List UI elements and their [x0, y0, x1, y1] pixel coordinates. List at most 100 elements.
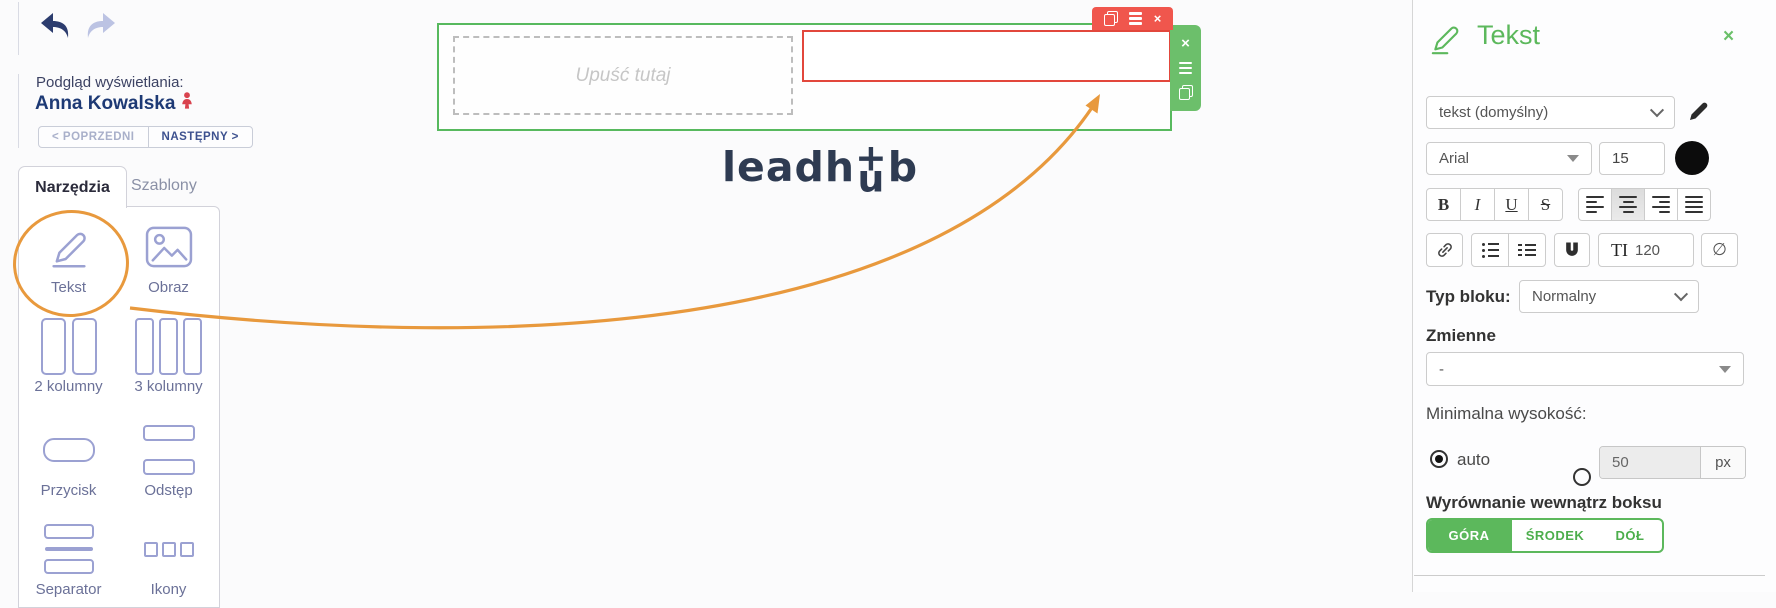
underline-button[interactable]: U — [1494, 188, 1529, 221]
separator-icon — [43, 521, 94, 577]
line-height-value: 120 — [1635, 241, 1661, 259]
strikethrough-button[interactable]: S — [1528, 188, 1563, 221]
magnet-icon — [1566, 242, 1578, 256]
divider — [18, 74, 19, 148]
triangle-down-icon — [1719, 365, 1731, 373]
align-right-button[interactable] — [1644, 188, 1678, 221]
clear-format-button[interactable]: ∅ — [1701, 233, 1738, 267]
bullet-list-button[interactable] — [1471, 233, 1509, 267]
redo-button[interactable] — [84, 12, 118, 40]
logo-text: leadh — [722, 143, 856, 191]
tool-separator[interactable]: Separator — [21, 521, 116, 598]
align-top-button[interactable]: GÓRA — [1428, 520, 1510, 551]
drag-handle-icon[interactable] — [1129, 12, 1143, 25]
line-height-control[interactable]: TI 120 — [1598, 233, 1694, 267]
tool-3-kolumny[interactable]: 3 kolumny — [121, 317, 216, 395]
next-button[interactable]: NASTĘPNY > — [161, 131, 239, 143]
align-bottom-button[interactable]: DÓŁ — [1615, 528, 1645, 543]
format-buttons: B I U S — [1426, 188, 1563, 221]
tab-narzedzia[interactable]: Narzędzia — [18, 166, 127, 208]
preview-recipient-name: Anna Kowalska — [35, 92, 193, 115]
block-type-value: Normalny — [1532, 288, 1597, 305]
tool-ikony[interactable]: Ikony — [121, 521, 216, 598]
chevron-down-icon — [1673, 286, 1689, 301]
align-left-icon — [1586, 196, 1604, 213]
font-size-value: 15 — [1612, 150, 1629, 167]
font-size-input[interactable]: 15 — [1599, 142, 1665, 175]
panel-divider — [1414, 575, 1765, 576]
magnet-button[interactable] — [1554, 233, 1590, 267]
min-height-input[interactable]: 50 — [1600, 447, 1700, 478]
align-buttons — [1578, 188, 1711, 221]
duplicate-row-icon[interactable] — [1178, 85, 1193, 101]
button-icon — [42, 422, 95, 478]
element-toolbar: × — [1092, 7, 1173, 30]
font-color-picker[interactable] — [1675, 141, 1709, 175]
align-middle-button[interactable]: ŚRODEK — [1510, 520, 1598, 551]
inner-align-label: Wyrównanie wewnątrz boksu — [1426, 493, 1662, 512]
min-height-input-group: 50 px — [1599, 446, 1746, 479]
variables-value: - — [1439, 360, 1444, 378]
tool-2-kolumny[interactable]: 2 kolumny — [21, 317, 116, 395]
tool-tekst[interactable]: Tekst — [21, 219, 116, 296]
link-button-group — [1426, 233, 1463, 267]
preview-pager: < POPRZEDNI NASTĘPNY > — [38, 126, 253, 148]
inner-align-group: GÓRA ŚRODEK DÓŁ — [1426, 518, 1664, 553]
tool-obraz[interactable]: Obraz — [121, 219, 216, 296]
undo-button[interactable] — [38, 12, 72, 40]
duplicate-icon[interactable] — [1103, 11, 1118, 26]
row-drag-handle-icon[interactable] — [1179, 61, 1192, 75]
text-style-select[interactable]: tekst (domyślny) — [1426, 96, 1675, 129]
align-justify-button[interactable] — [1677, 188, 1711, 221]
font-family-select[interactable]: Arial — [1426, 142, 1592, 175]
min-height-label: Minimalna wysokość: — [1426, 404, 1587, 423]
tool-odstep[interactable]: Odstęp — [121, 422, 216, 499]
tool-label: Przycisk — [40, 482, 97, 499]
delete-row-icon[interactable]: × — [1181, 34, 1190, 52]
tool-label: 3 kolumny — [134, 378, 203, 395]
italic-button[interactable]: I — [1460, 188, 1495, 221]
image-icon — [145, 219, 193, 275]
font-family-value: Arial — [1439, 150, 1470, 167]
pencil-icon — [45, 219, 93, 275]
text-element[interactable] — [802, 30, 1171, 82]
tool-przycisk[interactable]: Przycisk — [21, 422, 116, 499]
tool-label: Obraz — [148, 279, 189, 296]
drop-zone[interactable]: Upuść tutaj — [453, 36, 793, 115]
chevron-down-icon — [1649, 102, 1665, 117]
tool-label: 2 kolumny — [34, 378, 103, 395]
tool-label: Tekst — [50, 279, 86, 296]
edit-style-icon[interactable] — [1685, 99, 1711, 130]
tools-panel: Tekst Obraz 2 kolumny 3 kolumny Przycisk… — [18, 206, 220, 608]
bold-button[interactable]: B — [1426, 188, 1461, 221]
link-icon — [1437, 243, 1452, 257]
close-panel-icon[interactable]: × — [1723, 26, 1735, 47]
min-height-auto-label: auto — [1457, 450, 1491, 469]
spacer-icon — [142, 422, 195, 478]
align-left-button[interactable] — [1578, 188, 1612, 221]
link-button[interactable] — [1426, 233, 1463, 267]
block-type-label: Typ bloku: — [1426, 287, 1511, 306]
align-right-icon — [1652, 196, 1670, 213]
delete-element-icon[interactable]: × — [1153, 11, 1162, 26]
icons-set-icon — [143, 521, 194, 577]
undo-icon — [38, 13, 72, 44]
previous-button[interactable]: < POPRZEDNI — [39, 127, 149, 147]
two-columns-icon — [40, 317, 97, 375]
bullet-list-icon — [1481, 242, 1499, 258]
ordered-list-button[interactable] — [1508, 233, 1546, 267]
pencil-icon-green — [1426, 18, 1464, 63]
min-height-unit: px — [1700, 447, 1745, 478]
min-height-auto-radio[interactable] — [1430, 450, 1448, 468]
magnet-button-group — [1554, 233, 1590, 267]
min-height-fixed-radio[interactable] — [1573, 468, 1591, 486]
person-icon — [181, 92, 193, 115]
three-columns-icon — [135, 317, 202, 375]
block-type-select[interactable]: Normalny — [1519, 280, 1699, 313]
panel-title: Tekst — [1477, 20, 1541, 50]
tab-szablony[interactable]: Szablony — [131, 177, 197, 194]
align-center-button[interactable] — [1611, 188, 1645, 221]
variables-select[interactable]: - — [1426, 352, 1744, 386]
recipient-name-text: Anna Kowalska — [35, 92, 176, 114]
